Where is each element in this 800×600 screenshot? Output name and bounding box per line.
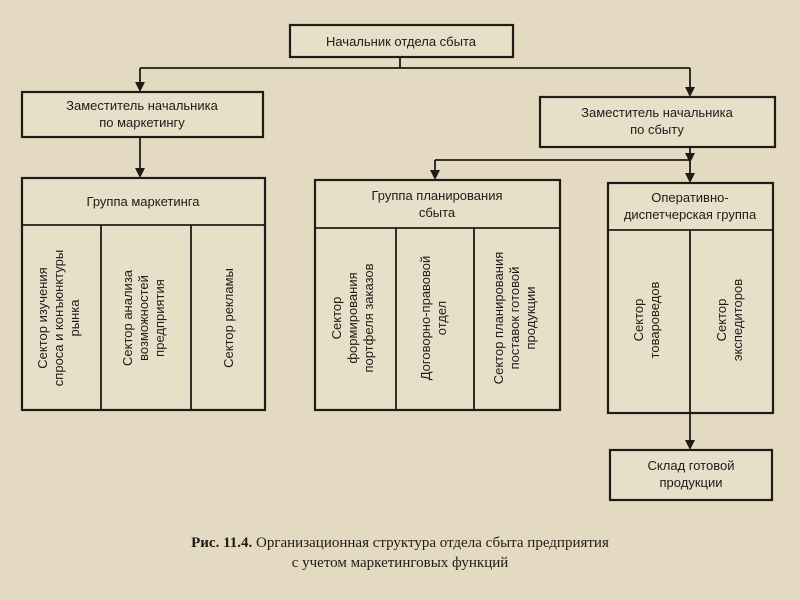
svg-text:экспедиторов: экспедиторов [730, 279, 745, 361]
svg-text:Сектор изучения: Сектор изучения [35, 267, 50, 368]
svg-text:Сектор: Сектор [631, 299, 646, 342]
svg-text:Сектор рекламы: Сектор рекламы [221, 268, 236, 368]
svg-text:отдел: отдел [434, 301, 449, 335]
svg-text:Рис. 11.4. Организационная стр: Рис. 11.4. Организационная структура отд… [191, 535, 609, 551]
svg-text:Оперативно-: Оперативно- [651, 190, 728, 205]
svg-text:Группа планирования: Группа планирования [371, 188, 502, 203]
svg-text:по маркетингу: по маркетингу [99, 115, 185, 130]
svg-text:Сектор: Сектор [714, 299, 729, 342]
deputy-sales-box: Заместитель начальника по сбыту [538, 95, 777, 149]
svg-text:Сектор: Сектор [329, 297, 344, 340]
svg-text:Заместитель начальника: Заместитель начальника [581, 105, 733, 120]
svg-text:поставок готовой: поставок готовой [507, 267, 522, 370]
connectors [135, 57, 695, 450]
deputy-marketing-box: Заместитель начальника по маркетингу [20, 90, 265, 139]
svg-text:по сбыту: по сбыту [630, 122, 684, 137]
warehouse-box: Склад готовой продукции [608, 448, 774, 502]
svg-text:сбыта: сбыта [419, 205, 456, 220]
svg-text:формирования: формирования [345, 272, 360, 363]
svg-text:продукции: продукции [660, 475, 723, 490]
svg-text:предприятия: предприятия [152, 279, 167, 357]
svg-text:Заместитель начальника: Заместитель начальника [66, 98, 218, 113]
svg-text:Начальник отдела сбыта: Начальник отдела сбыта [326, 34, 477, 49]
svg-text:продукции: продукции [523, 287, 538, 350]
svg-text:Склад готовой: Склад готовой [648, 458, 735, 473]
figure-caption: Рис. 11.4. Организационная структура отд… [191, 535, 609, 571]
svg-text:возможностей: возможностей [136, 275, 151, 361]
svg-text:товароведов: товароведов [647, 281, 662, 358]
svg-text:Сектор анализа: Сектор анализа [120, 269, 135, 366]
svg-text:с учетом маркетинговых функций: с учетом маркетинговых функций [292, 555, 509, 571]
svg-text:Договорно-правовой: Договорно-правовой [418, 256, 433, 381]
svg-text:рынка: рынка [67, 299, 82, 337]
svg-text:Группа маркетинга: Группа маркетинга [87, 194, 201, 209]
marketing-group: Группа маркетинга Сектор изучения спроса… [20, 176, 267, 412]
head-box: Начальник отдела сбыта [288, 23, 515, 59]
svg-text:спроса и конъюнктуры: спроса и конъюнктуры [51, 250, 66, 386]
operational-group: Оперативно- диспетчерская группа Сектор … [606, 181, 775, 415]
svg-text:Сектор планирования: Сектор планирования [491, 252, 506, 385]
svg-text:диспетчерская группа: диспетчерская группа [624, 207, 757, 222]
planning-group: Группа планирования сбыта Сектор формиро… [313, 178, 562, 412]
svg-text:портфеля заказов: портфеля заказов [361, 263, 376, 372]
